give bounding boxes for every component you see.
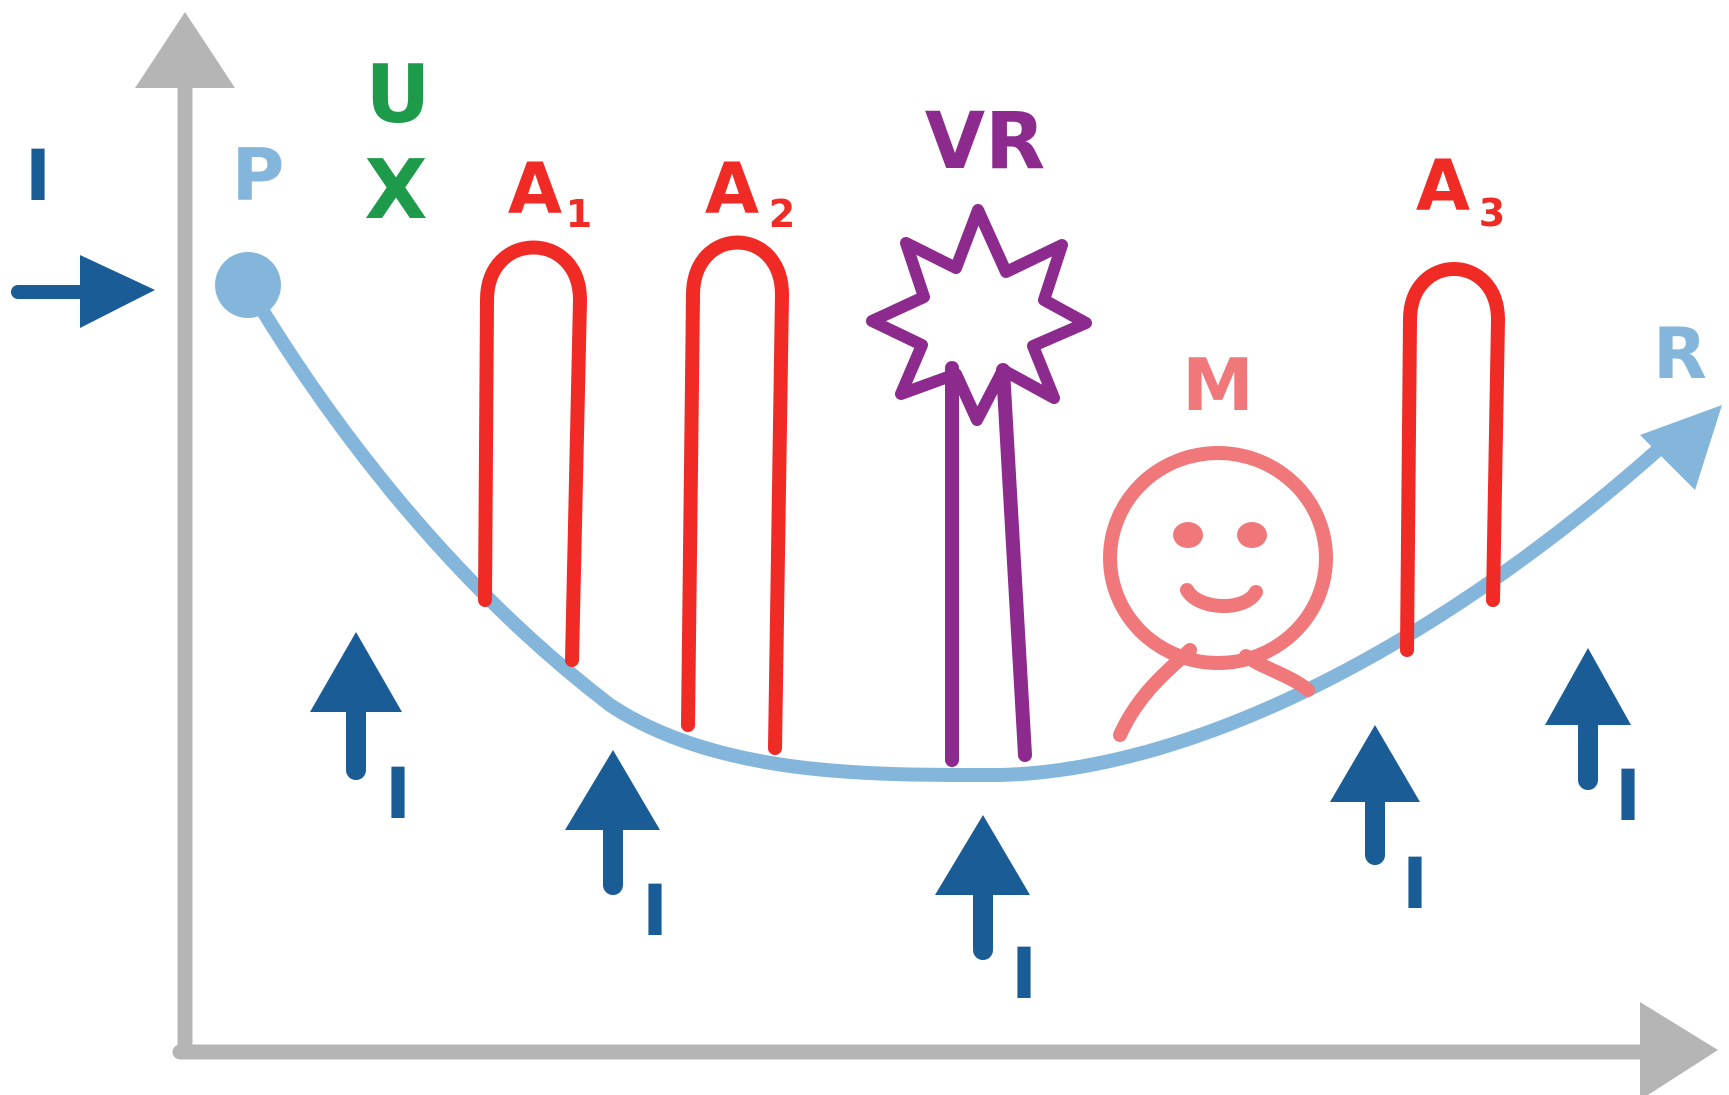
input-arrow-3-label: I	[1011, 933, 1037, 1015]
start-label: P	[232, 133, 285, 217]
input-arrow-2	[565, 750, 660, 895]
a1-letter: A	[508, 148, 562, 230]
smiley-person-icon	[1103, 446, 1333, 742]
a2-subscript: 2	[769, 192, 795, 236]
ux-top-label: U	[366, 48, 431, 141]
start-marker	[215, 252, 281, 318]
y-axis	[135, 12, 235, 1060]
input-arrow-2-label: I	[642, 870, 668, 952]
man-figure	[1103, 446, 1333, 742]
left-input-label: I	[25, 135, 51, 217]
a2-letter: A	[705, 148, 759, 230]
input-arrow-5	[1545, 648, 1631, 790]
star-icon	[866, 204, 1092, 426]
input-arrow-5-label: I	[1615, 755, 1641, 837]
a3-subscript: 3	[1479, 191, 1505, 235]
vr-label: VR	[925, 97, 1045, 187]
ux-bottom-label: X	[364, 143, 427, 238]
man-label: M	[1182, 343, 1254, 427]
input-arrow-3	[935, 815, 1030, 960]
antenna-a2	[681, 235, 790, 755]
input-arrow-4-label: I	[1402, 843, 1428, 925]
antenna-a1	[478, 240, 588, 667]
a1-subscript: 1	[566, 192, 592, 236]
input-arrow-1	[310, 632, 402, 780]
vr-star	[866, 204, 1092, 767]
end-label: R	[1653, 313, 1707, 395]
input-arrow-1-label: I	[385, 753, 411, 835]
journey-curve	[243, 283, 1722, 783]
a3-letter: A	[1416, 145, 1470, 227]
input-arrow-4	[1330, 725, 1420, 865]
antenna-a3	[1400, 262, 1506, 657]
left-input-arrow	[11, 255, 155, 328]
x-axis	[172, 1002, 1718, 1095]
